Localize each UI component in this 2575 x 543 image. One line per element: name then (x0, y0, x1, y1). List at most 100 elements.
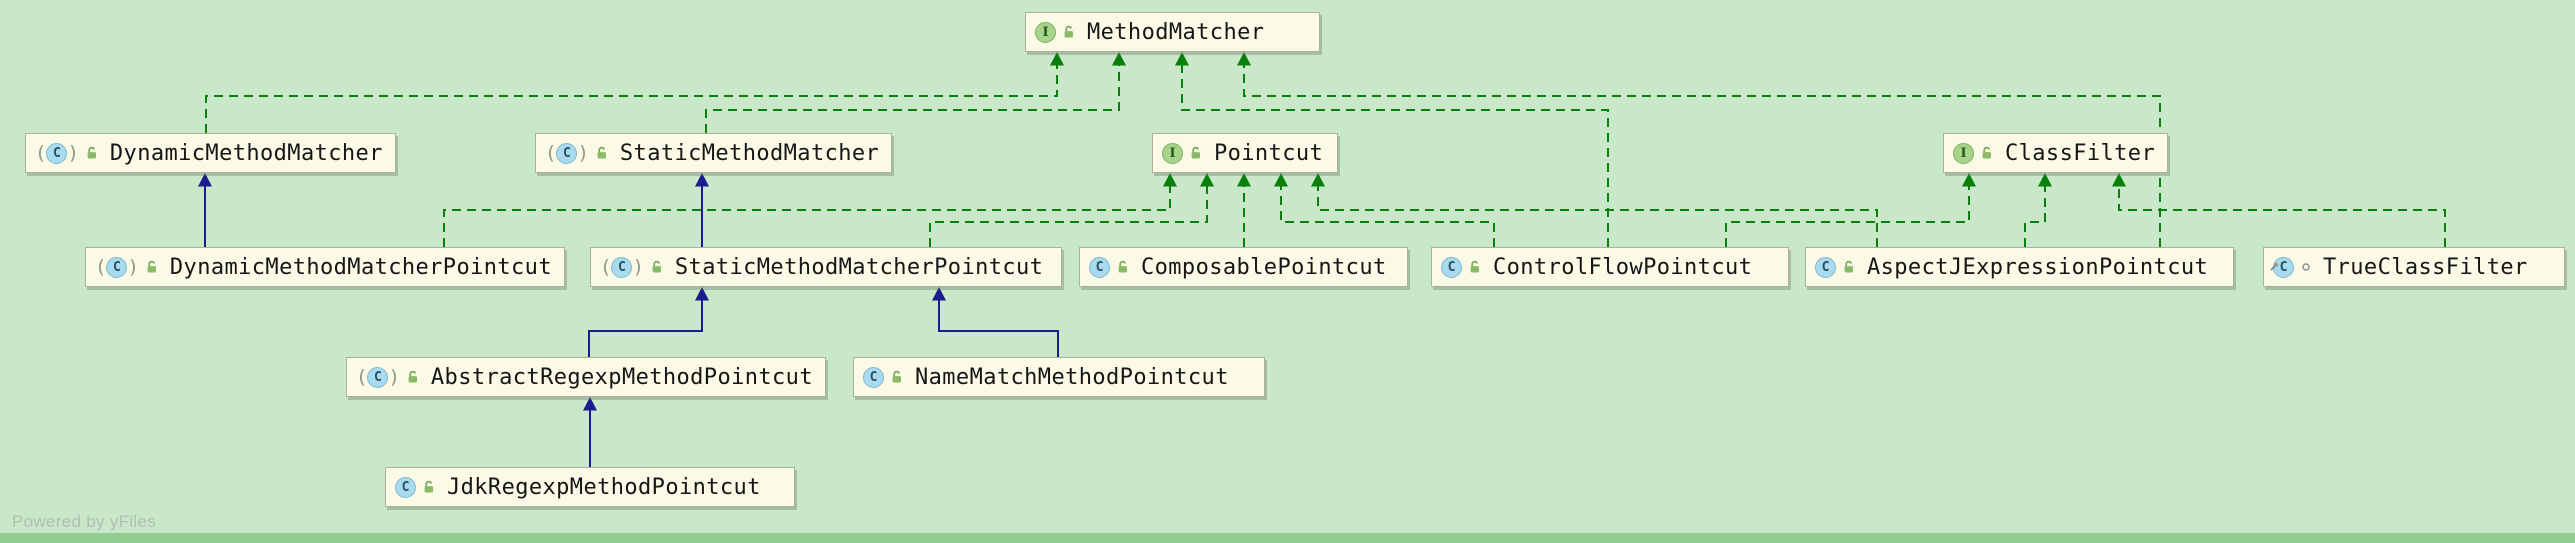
inheritance-arrowhead (695, 287, 709, 301)
public-lock-icon (422, 480, 436, 494)
class-node-StaticMethodMatcher[interactable]: (C)StaticMethodMatcher (535, 133, 893, 173)
edge-AspectJExpressionPointcut-to-ClassFilter (2024, 173, 2052, 247)
class-node-DynamicMethodMatcher[interactable]: (C) DynamicMethodMatcher (25, 133, 396, 173)
edge-ControlFlowPointcut-to-Pointcut (1274, 173, 1495, 247)
class-node-ComposablePointcut[interactable]: C ComposablePointcut (1079, 247, 1408, 287)
class-name-label: MethodMatcher (1087, 19, 1265, 45)
realization-arrowhead (1274, 173, 1288, 187)
interface-icon: I (1953, 142, 1974, 164)
edge-DynamicMethodMatcherPointcut-to-Pointcut (443, 173, 1177, 247)
abstract-class-icon: C (611, 256, 633, 278)
node-icon-group: (C) (356, 365, 420, 388)
inheritance-arrowhead (932, 287, 946, 301)
class-name-label: AspectJExpressionPointcut (1867, 254, 2209, 280)
class-node-TrueClassFilter[interactable]: C TrueClassFilter (2263, 247, 2565, 287)
class-node-AspectJExpressionPointcut[interactable]: C AspectJExpressionPointcut (1805, 247, 2234, 287)
node-icon-group: (C) (35, 141, 99, 164)
abstract-paren-left: ( (356, 365, 368, 388)
class-icon: C (1815, 256, 1836, 278)
public-lock-icon (890, 370, 904, 384)
class-node-MethodMatcher[interactable]: I MethodMatcher (1025, 12, 1320, 52)
edge-ComposablePointcut-to-Pointcut (1237, 173, 1251, 247)
inheritance-arrowhead (695, 173, 709, 187)
node-icon-group: C (863, 366, 904, 388)
class-node-Pointcut[interactable]: I Pointcut (1152, 133, 1338, 173)
class-name-label: DynamicMethodMatcherPointcut (169, 254, 552, 280)
class-name-label: ControlFlowPointcut (1493, 254, 1753, 280)
abstract-paren-left: ( (95, 255, 107, 278)
realization-arrowhead (1237, 52, 1251, 66)
class-node-ControlFlowPointcut[interactable]: C ControlFlowPointcut (1431, 247, 1789, 287)
node-icon-group: (C) (600, 255, 664, 278)
public-lock-icon (145, 260, 159, 274)
class-node-StaticMethodMatcherPointcut[interactable]: (C) StaticMethodMatcherPointcut (590, 247, 1062, 287)
class-node-JdkRegexpMethodPointcut[interactable]: C JdkRegexpMethodPointcut (385, 467, 795, 507)
realization-arrowhead (1175, 52, 1189, 66)
abstract-paren-right: ) (388, 365, 400, 388)
class-name-label: TrueClassFilter (2323, 254, 2528, 280)
abstract-class-icon: C (556, 142, 578, 164)
edge-AbstractRegexpMethodPointcut-to-StaticMethodMatcherPointcut (588, 287, 709, 357)
final-pin-icon (2269, 253, 2280, 278)
class-node-DynamicMethodMatcherPointcut[interactable]: (C) DynamicMethodMatcherPointcut (85, 247, 565, 287)
yfiles-watermark: Powered by yFiles (12, 512, 156, 531)
bottom-bar (0, 533, 2575, 543)
class-name-label: StaticMethodMatcherPointcut (674, 254, 1044, 280)
class-name-label: JdkRegexpMethodPointcut (447, 474, 761, 500)
node-icon-group: C (1441, 256, 1482, 278)
class-node-AbstractRegexpMethodPointcut[interactable]: (C) AbstractRegexpMethodPointcut (346, 357, 826, 397)
realization-arrowhead (2038, 173, 2052, 187)
edge-StaticMethodMatcherPointcut-to-Pointcut (929, 173, 1214, 247)
edge-DynamicMethodMatcherPointcut-to-DynamicMethodMatcher (198, 173, 212, 247)
node-icon-group: C (395, 476, 436, 498)
interface-icon: I (1162, 142, 1183, 164)
edge-NameMatchMethodPointcut-to-StaticMethodMatcherPointcut (932, 287, 1059, 357)
class-icon: C (1441, 256, 1462, 278)
node-icon-group: I (1162, 142, 1203, 164)
abstract-paren-right: ) (127, 255, 139, 278)
realization-arrowhead (2112, 173, 2126, 187)
class-icon: C (863, 366, 884, 388)
abstract-paren-left: ( (545, 141, 557, 164)
node-icon-group: (C) (95, 255, 159, 278)
class-name-label: ComposablePointcut (1141, 254, 1387, 280)
realization-arrowhead (1311, 173, 1325, 187)
abstract-paren-right: ) (67, 141, 79, 164)
abstract-class-icon: C (106, 256, 128, 278)
public-lock-icon (1116, 260, 1130, 274)
realization-arrowhead (1200, 173, 1214, 187)
class-icon: C (1089, 256, 1110, 278)
node-icon-group: C (1089, 256, 1130, 278)
public-lock-icon (595, 146, 609, 160)
edge-DynamicMethodMatcher-to-MethodMatcher (205, 52, 1064, 133)
edge-JdkRegexpMethodPointcut-to-AbstractRegexpMethodPointcut (583, 397, 597, 467)
public-lock-icon (650, 260, 664, 274)
class-name-label: StaticMethodMatcher (619, 140, 880, 166)
realization-arrowhead (1962, 173, 1976, 187)
public-lock-icon (1189, 146, 1203, 160)
realization-arrowhead (1050, 52, 1064, 66)
abstract-paren-left: ( (600, 255, 612, 278)
inheritance-arrowhead (583, 397, 597, 411)
realization-arrowhead (1163, 173, 1177, 187)
class-icon: C (395, 476, 416, 498)
public-lock-icon (1468, 260, 1482, 274)
public-lock-icon (1842, 260, 1856, 274)
edge-ControlFlowPointcut-to-ClassFilter (1725, 173, 1976, 247)
class-name-label: DynamicMethodMatcher (109, 140, 383, 166)
inheritance-arrowhead (198, 173, 212, 187)
edge-AspectJExpressionPointcut-to-Pointcut (1311, 173, 1878, 247)
class-name-label: Pointcut (1214, 140, 1324, 166)
public-lock-icon (85, 146, 99, 160)
node-icon-group: C (2270, 256, 2312, 278)
abstract-class-icon: C (367, 366, 389, 388)
edge-TrueClassFilter-to-ClassFilter (2112, 173, 2446, 247)
class-name-label: AbstractRegexpMethodPointcut (430, 364, 813, 390)
realization-arrowhead (1237, 173, 1251, 187)
public-lock-icon (1062, 25, 1076, 39)
interface-icon: I (1035, 21, 1056, 43)
node-icon-group: I (1035, 21, 1076, 43)
